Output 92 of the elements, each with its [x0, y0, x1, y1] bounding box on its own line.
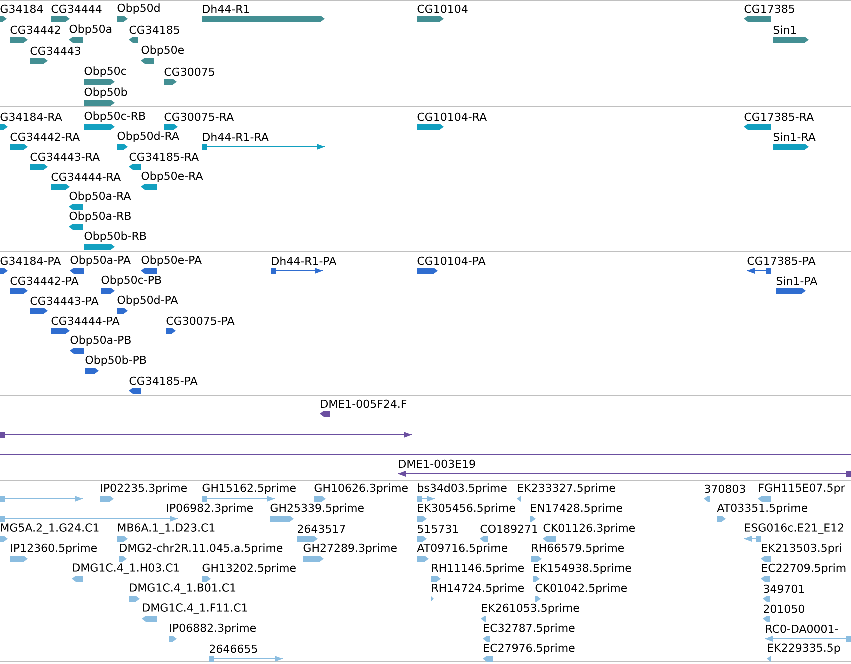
feature-label: Dh44-R1 [203, 4, 250, 14]
feature-label: CG34185-RA [130, 152, 199, 162]
feature-label: IP12360.5prime [11, 544, 97, 554]
feature-label: Dh44-R1-PA [272, 256, 337, 266]
feature-label: Obp50c-PB [102, 276, 162, 286]
feature-label: 370803 [705, 484, 746, 494]
feature-label: GH10626.3prime [314, 484, 408, 494]
feature-label: IP06982.3prime [167, 504, 253, 514]
feature-label: EK213503.5pri [762, 544, 842, 554]
feature-label: CG34185-PA [130, 376, 198, 386]
feature-label: CG10104-RA [418, 112, 487, 122]
feature-label: Sin1 [774, 26, 796, 34]
feature-label: EK233327.5prime [518, 484, 616, 494]
feature-label: AT03351.5prime [717, 504, 808, 514]
feature-label: ESG016c.E21_E12 [745, 524, 844, 534]
feature-label: CG34443-RA [30, 152, 100, 162]
feature-label: 349701 [764, 584, 804, 594]
feature-label: DME1-003E19 [399, 460, 476, 468]
feature-label: EC27976.5prime [484, 644, 575, 654]
feature-label: CO189271 [480, 524, 538, 534]
feature-label: Sin1-RA [774, 132, 816, 142]
feature-label: Obp50d-RA [118, 132, 180, 142]
feature-label: EK305456.5prime [418, 504, 516, 514]
feature-label: bs34d03.5prime [418, 484, 507, 494]
feature-label: CG17385-PA [748, 256, 816, 266]
feature-label: Obp50c-RB [84, 112, 146, 122]
feature-label: EC22709.5prim [762, 564, 846, 574]
feature-label: G34184-RA [0, 112, 62, 122]
feature-label: GH25339.5prime [270, 504, 364, 514]
feature-label: CG34442-PA [10, 276, 79, 286]
feature-label: 2646655 [210, 644, 258, 654]
feature-label: EN17428.5prime [531, 504, 622, 514]
feature-label: Obp50e-PA [142, 256, 202, 266]
feature-label: Obp50d [118, 4, 160, 14]
feature-label: 201050 [764, 604, 804, 614]
feature-label: RH11146.5prime [432, 564, 524, 574]
feature-label: FGH115E07.5pr [759, 484, 846, 494]
feature-label: GH27289.3prime [304, 544, 397, 554]
feature-label: DMG2-chr2R.11.045.a.5prime [120, 544, 283, 554]
feature-label: Dh44-R1-RA [203, 132, 269, 142]
feature-label: RC0-DA0001- [766, 624, 838, 634]
feature-label: CG30075-PA [166, 316, 235, 326]
feature-label: Obp50a [70, 24, 112, 36]
feature-label: CG17385 [744, 4, 794, 14]
feature-label: CG34443-PA [30, 296, 99, 306]
feature-label: EK154938.5prime [534, 564, 632, 574]
feature-label: GH13202.5prime [202, 564, 296, 574]
feature-label: DMG1C.4_1.B01.C1 [130, 584, 236, 594]
feature-label: CG10104 [418, 4, 468, 14]
feature-label: Obp50e-RA [142, 172, 204, 182]
feature-label: Obp50c [84, 66, 126, 78]
feature-label: Obp50b-PB [86, 356, 146, 366]
feature-label: Obp50a-PB [70, 336, 131, 346]
feature-label: RH14724.5prime [432, 584, 524, 594]
feature-label: CG30075-RA [164, 112, 234, 122]
feature-label: DMG1C.4_1.H03.C1 [73, 564, 180, 574]
feature-label: CG34442-RA [10, 132, 80, 142]
feature-label: 515731 [418, 524, 458, 534]
feature-label: EK261053.5prime [482, 604, 580, 614]
feature-label: Obp50d-PA [118, 296, 178, 306]
feature-label: IP06882.3prime [170, 624, 256, 634]
feature-label: CK01042.5prime [536, 584, 628, 594]
feature-label: RH66579.5prime [532, 544, 624, 554]
feature-label: AT09716.5prime [417, 544, 508, 554]
feature-label: Obp50a-RB [70, 212, 131, 222]
feature-label: Obp50a-PA [70, 256, 131, 266]
feature-label: G34184 [0, 4, 44, 14]
feature-label: MG5A.2_1.G24.C1 [1, 524, 99, 534]
feature-label: CG34444 [52, 4, 102, 14]
feature-label: CK01126.3prime [544, 524, 636, 534]
feature-label: GH15162.5prime [202, 484, 296, 494]
feature-label: 2643517 [298, 524, 346, 534]
feature-label: EK229335.5p [768, 644, 840, 654]
feature-label: CG17385-RA [744, 112, 814, 122]
feature-label: IP02235.3prime [101, 484, 187, 494]
feature-label: Obp50a-RA [70, 192, 132, 202]
feature-label: Obp50b [84, 88, 128, 98]
feature-label: CG34444-RA [52, 172, 121, 182]
feature-label: Obp50e [142, 46, 184, 56]
feature-label: CG10104-PA [418, 256, 486, 266]
feature-label: CG34442 [10, 26, 60, 34]
feature-label: Sin1-PA [776, 276, 818, 286]
feature-label: G34184-PA [0, 256, 62, 266]
feature-label: CG34444-PA [52, 316, 120, 326]
feature-label: DME1-005F24.F [321, 400, 407, 408]
feature-label: CG30075 [164, 68, 214, 76]
feature-label: DMG1C.4_1.F11.C1 [143, 604, 248, 614]
feature-label: MB6A.1_1.D23.C1 [118, 524, 215, 534]
feature-label: CG34185 [130, 26, 180, 34]
feature-label: Obp50b-RB [84, 232, 146, 242]
feature-label: CG34443 [30, 46, 80, 56]
feature-label: EC32787.5prime [484, 624, 575, 634]
